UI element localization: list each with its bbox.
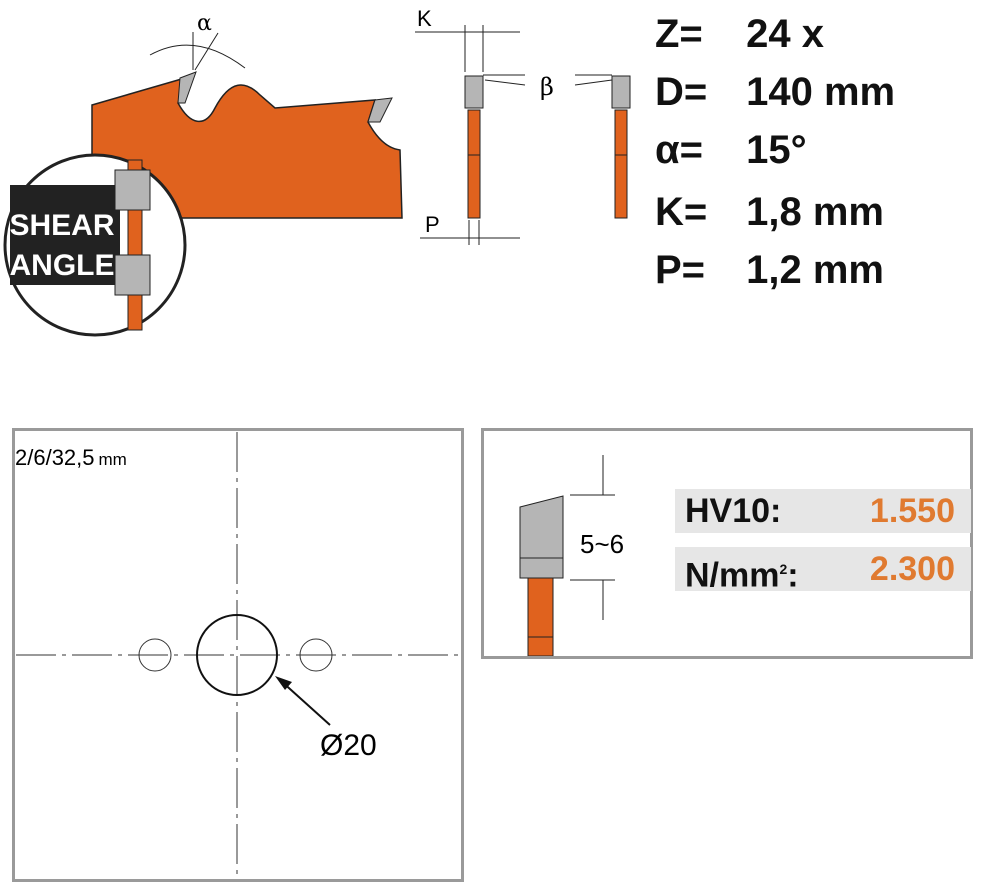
hv10-value: 1.550 xyxy=(869,492,955,530)
spec-p: P= 1,2 mm xyxy=(655,248,884,292)
tooth-side-right xyxy=(611,75,631,109)
saw-blade-profile xyxy=(91,76,403,219)
tooth-2 xyxy=(367,97,393,123)
spec-z: Z= 24 x xyxy=(655,12,824,56)
bore-box xyxy=(12,428,464,882)
tooth-side-left xyxy=(464,75,484,109)
hardness-row-nmm2: N/mm2: 2.300 xyxy=(675,547,971,594)
spec-d: D= 140 mm xyxy=(655,70,896,114)
hardness-row-hv10: HV10: 1.550 xyxy=(675,489,971,533)
alpha-angle-line xyxy=(194,32,219,71)
diameter-arrow xyxy=(279,679,331,726)
k-label: K xyxy=(417,6,432,31)
blade-side-right xyxy=(614,109,628,219)
badge-line2: ANGLE xyxy=(10,249,115,282)
hv10-label: HV10: xyxy=(685,492,782,530)
spec-alpha: α= 15° xyxy=(655,128,807,172)
p-label: P xyxy=(425,212,440,237)
pin-hole-left xyxy=(138,638,172,672)
tooth-1 xyxy=(177,71,197,104)
center-hole xyxy=(196,614,278,696)
nmm2-label: N/mm2: xyxy=(685,556,799,595)
alpha-label: α xyxy=(197,11,212,36)
tip-drawing: 5~6 xyxy=(519,455,624,657)
badge-line1: SHEAR xyxy=(9,209,114,242)
diameter-label: Ø20 xyxy=(320,729,377,762)
beta-label: β xyxy=(540,73,554,101)
hardness-box xyxy=(481,428,973,659)
spec-k: K= 1,8 mm xyxy=(655,190,884,234)
tip-height-label: 5~6 xyxy=(580,529,624,559)
blade-side-left xyxy=(467,109,481,219)
alpha-arc xyxy=(149,44,246,69)
pin-hole-right xyxy=(299,638,333,672)
nmm2-value: 2.300 xyxy=(869,550,955,588)
